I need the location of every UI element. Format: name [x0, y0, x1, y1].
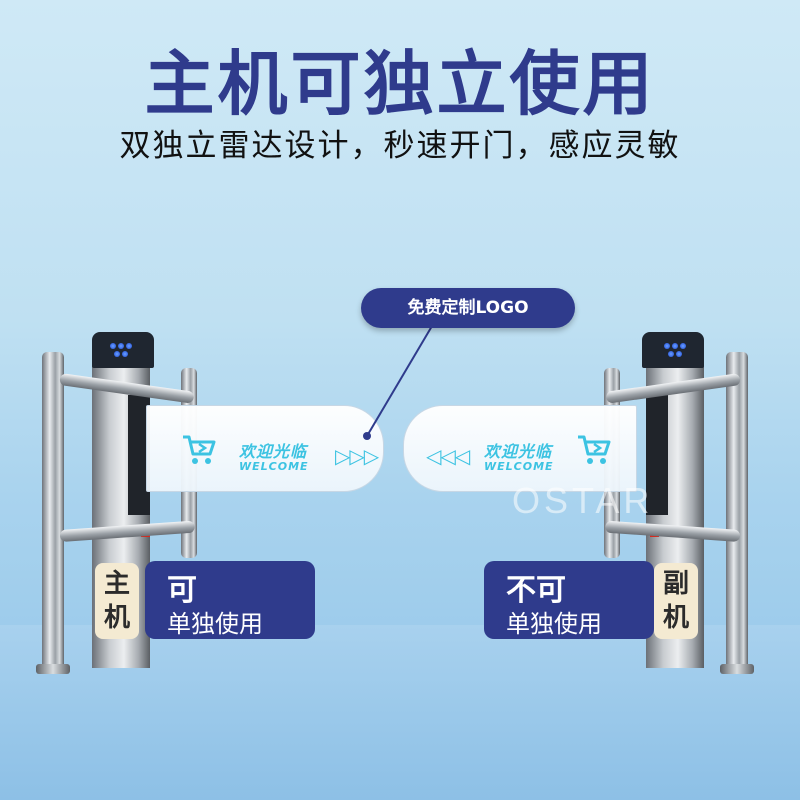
- right-badge: 不可 单独使用: [484, 561, 654, 639]
- right-badge-subtitle: 单独使用: [506, 610, 602, 638]
- right-radar-led: [680, 343, 686, 349]
- direction-arrows: ▷▷▷: [335, 444, 379, 468]
- right-radar-led: [672, 343, 678, 349]
- left-radar-led: [114, 351, 120, 357]
- right-badge-title: 不可: [506, 573, 566, 608]
- left-radar-led: [118, 343, 124, 349]
- right-swing-panel: ◁◁◁ 欢迎光临 WELCOME: [403, 405, 637, 492]
- shopping-cart-icon: [578, 435, 611, 464]
- left-badge-side-char: 机: [103, 603, 130, 633]
- headline: 主机可独立使用: [144, 43, 656, 125]
- left-swing-panel: 欢迎光临 WELCOME ▷▷▷: [146, 405, 384, 492]
- left-outer-post: [42, 352, 64, 672]
- right-badge-side-char: 机: [662, 603, 689, 633]
- left-badge-subtitle: 单独使用: [167, 610, 263, 638]
- welcome-chinese: 欢迎光临: [239, 442, 308, 461]
- left-radar-led: [122, 351, 128, 357]
- left-badge-title: 可: [167, 573, 197, 608]
- left-badge: 可 单独使用: [145, 561, 315, 639]
- right-radar-led: [676, 351, 682, 357]
- left-badge-side-char: 主: [103, 569, 130, 599]
- right-badge-side-char: 副: [662, 569, 689, 599]
- subline: 双独立雷达设计，秒速开门，感应灵敏: [119, 128, 681, 164]
- welcome-english: WELCOME: [239, 460, 309, 473]
- logo-callout: 免费定制LOGO: [361, 288, 575, 328]
- right-outer-post: [726, 352, 748, 672]
- left-radar-led: [126, 343, 132, 349]
- right-outer-post-foot: [720, 664, 754, 674]
- left-cabinet-head: [92, 332, 154, 368]
- right-radar-led: [664, 343, 670, 349]
- left-badge-side-label: 主 机: [95, 563, 139, 639]
- welcome-english: WELCOME: [484, 460, 554, 473]
- brand-watermark: OSTAR: [512, 480, 654, 521]
- right-badge-side-label: 副 机: [654, 563, 698, 639]
- right-cabinet-head: [642, 332, 704, 368]
- right-radar-led: [668, 351, 674, 357]
- left-radar-led: [110, 343, 116, 349]
- direction-arrows: ◁◁◁: [426, 444, 470, 468]
- welcome-chinese: 欢迎光临: [484, 442, 553, 461]
- shopping-cart-icon: [183, 435, 216, 464]
- left-cabinet-shadow: [128, 395, 150, 515]
- right-cabinet-shadow: [646, 395, 668, 515]
- left-outer-post-foot: [36, 664, 70, 674]
